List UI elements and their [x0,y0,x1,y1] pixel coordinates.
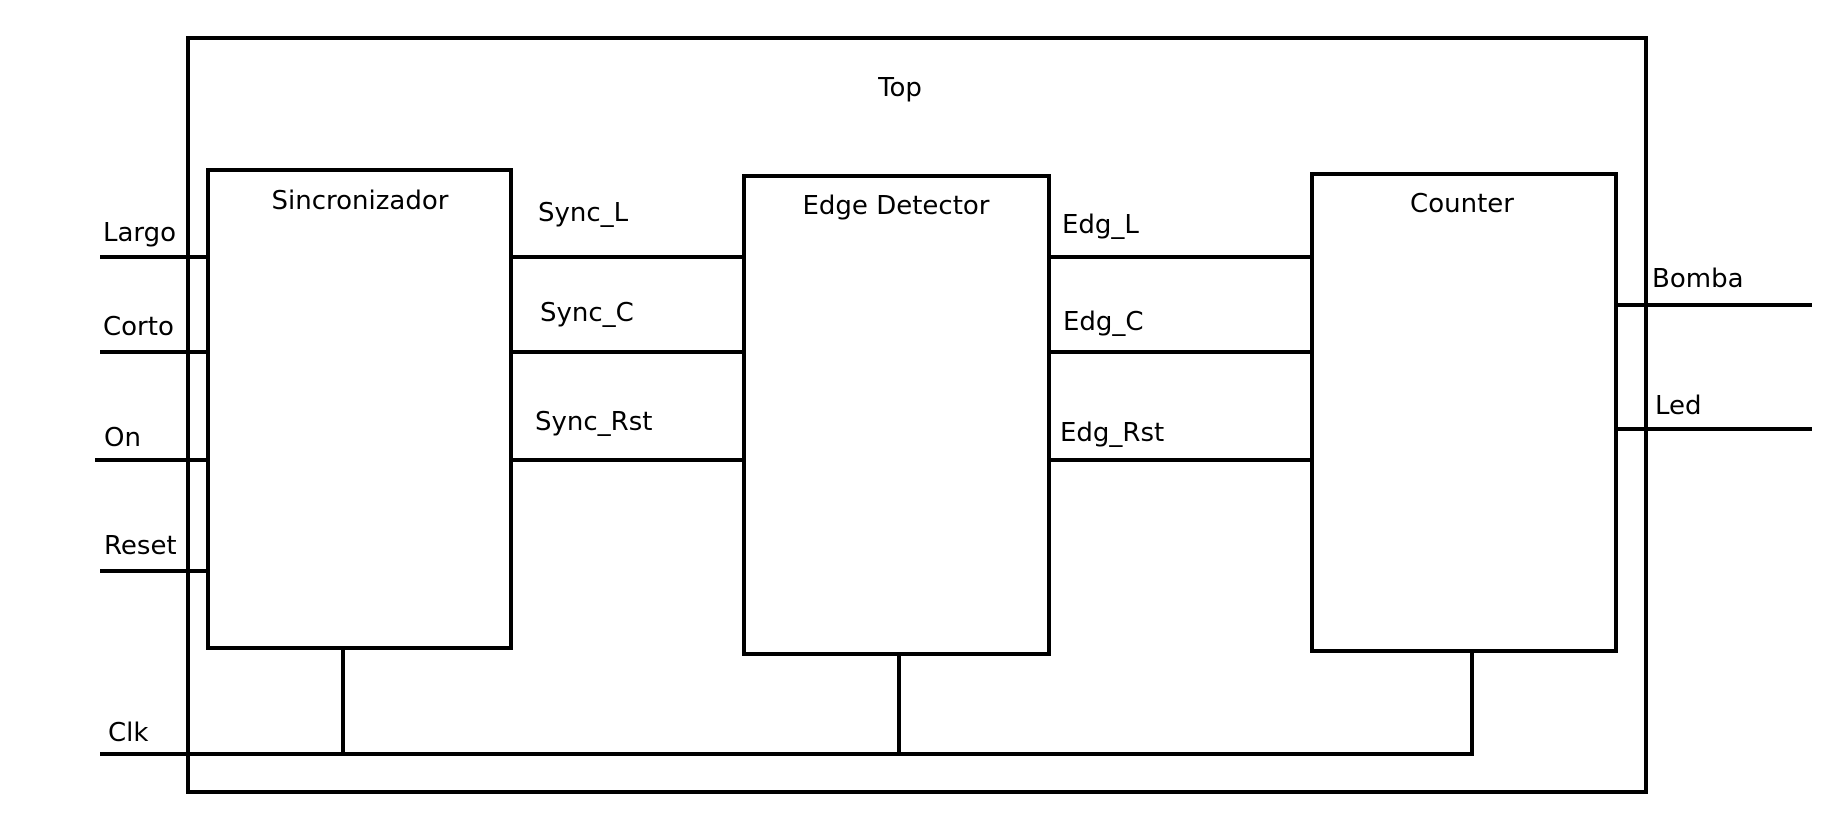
signal-label-edg-l: Edg_L [1062,210,1139,240]
input-label-clk: Clk [108,718,148,748]
top-module-box [186,36,1648,794]
signal-label-sync-rst: Sync_Rst [535,407,652,437]
top-module-title: Top [877,73,922,103]
input-label-largo: Largo [103,218,176,248]
sincronizador-title: Sincronizador [272,186,449,216]
edge-detector-block [742,174,1051,656]
sincronizador-block [206,168,513,650]
output-label-bomba: Bomba [1652,264,1744,294]
output-label-led: Led [1655,391,1702,421]
signal-label-sync-l: Sync_L [538,198,629,228]
input-label-on: On [104,423,141,453]
input-label-corto: Corto [103,312,174,342]
signal-label-sync-c: Sync_C [540,298,634,328]
counter-block [1310,172,1618,653]
input-label-reset: Reset [104,531,177,561]
counter-title: Counter [1410,189,1514,219]
edge-detector-title: Edge Detector [803,191,990,221]
signal-label-edg-rst: Edg_Rst [1060,418,1164,448]
signal-label-edg-c: Edg_C [1063,307,1144,337]
